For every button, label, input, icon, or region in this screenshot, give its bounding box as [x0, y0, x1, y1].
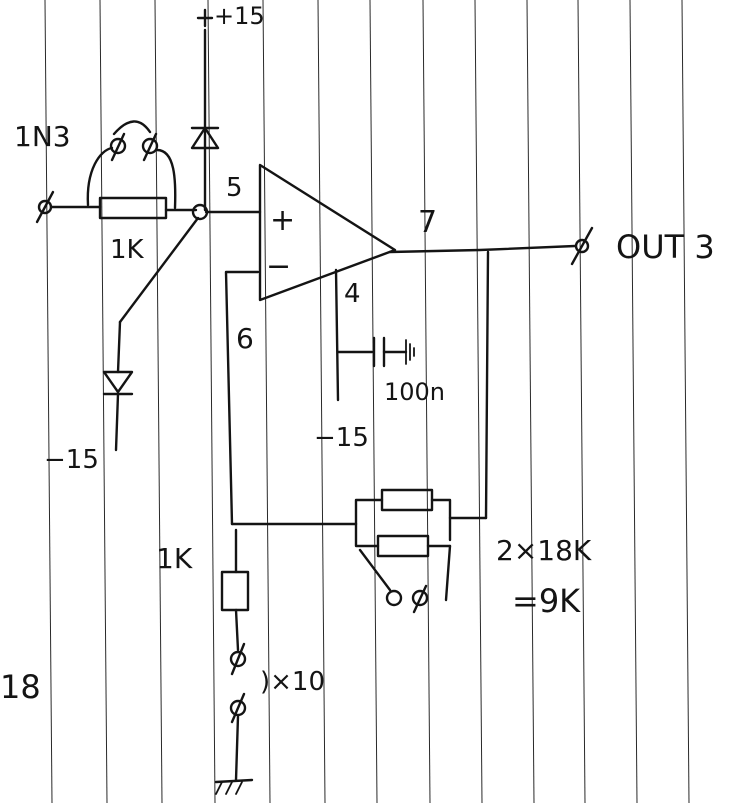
jumper-pin-right [141, 137, 159, 155]
pin-7-label: 7 [418, 205, 437, 240]
pin-4-label: 4 [344, 279, 361, 309]
feedback-jumper-right [411, 589, 429, 607]
opamp-triangle [258, 163, 397, 302]
positive-supply: +15 [190, 2, 265, 212]
negative-supply-left-label: −15 [44, 445, 99, 475]
page-rules [44, 0, 690, 803]
input-resistor [98, 196, 168, 220]
jumper-pin-left [109, 137, 127, 155]
negative-clamp: −15 [44, 216, 200, 475]
pin-5-label: 5 [226, 173, 243, 203]
positive-supply-label: +15 [214, 2, 265, 30]
input-label: 1N3 [14, 120, 71, 153]
output-stage: OUT 3 [388, 226, 715, 266]
ground-resistor [220, 570, 250, 612]
minus-sign: − [266, 249, 291, 284]
gain-jumper-top [229, 650, 247, 668]
output-jack [574, 238, 590, 254]
pin4-supply: 100n −15 [314, 268, 445, 453]
upper-diode-symbol [190, 126, 220, 150]
opamp: 5 + − 6 7 4 [204, 163, 437, 355]
feedback-resistor-b [376, 534, 430, 558]
feedback-equals-label: =9K [512, 582, 581, 620]
margin-note: 18 [0, 668, 41, 706]
negative-supply-pin4-label: −15 [314, 423, 369, 453]
lower-diode-symbol [102, 370, 134, 394]
input-resistor-label: 1K [110, 235, 145, 265]
feedback-network: 2×18K =9K [224, 250, 592, 620]
feedback-combo-label: 2×18K [496, 534, 592, 567]
feedback-jumper-left [385, 589, 403, 607]
feedback-resistor-a [380, 488, 434, 512]
gain-label: )×10 [260, 667, 325, 697]
output-label: OUT 3 [616, 228, 715, 266]
ground-leg: 1K )×10 [156, 528, 325, 795]
pin-6-label: 6 [236, 322, 254, 355]
input-stage: 1N3 1K [14, 120, 209, 265]
plus-sign: + [270, 203, 295, 238]
ground-resistor-label: 1K [156, 542, 193, 575]
decoupling-cap-label: 100n [384, 378, 445, 406]
